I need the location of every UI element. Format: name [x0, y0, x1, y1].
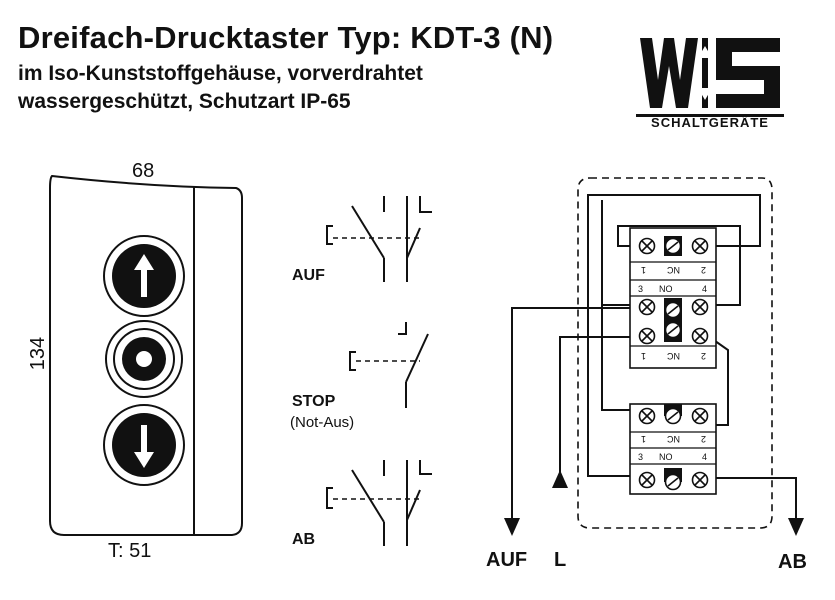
terminal-label-ncc: NC: [667, 434, 680, 444]
terminal-label-4: 4: [702, 284, 707, 294]
terminal-label-nc: NC: [667, 265, 680, 275]
dimension-height: 134: [27, 336, 50, 371]
arrow-auf-icon: [504, 518, 520, 536]
arrow-ab-icon: [788, 518, 804, 536]
switch-symbol-up: [326, 196, 432, 282]
wts-logo: [636, 30, 784, 117]
contact-block-lower: [629, 403, 717, 495]
terminal-label-1c: 1: [641, 434, 646, 444]
logo-text: SCHALTGERÄTE: [651, 115, 769, 130]
terminal-label-ncb: NC: [667, 351, 680, 361]
terminal-label-no: NO: [659, 284, 673, 294]
dimension-width: 68: [132, 160, 155, 182]
terminal-label-2: 2: [701, 265, 706, 275]
dimension-depth: T: 51: [108, 540, 152, 562]
wire-label-l: L: [554, 549, 567, 571]
terminal-label-3c: 3: [638, 452, 643, 462]
terminal-label-3: 3: [638, 284, 643, 294]
terminal-label-noc: NO: [659, 452, 673, 462]
subtitle-protection: wassergeschützt, Schutzart IP-65: [18, 90, 351, 113]
switch-label-stop: STOP: [292, 393, 336, 410]
button-up-icon: [103, 235, 185, 317]
switch-label-up: AUF: [292, 267, 325, 284]
arrow-l-icon: [552, 470, 568, 488]
wire-label-auf: AUF: [486, 549, 528, 571]
enclosure-outline: [577, 177, 773, 529]
subtitle-housing: im Iso-Kunststoffgehäuse, vorverdrahtet: [18, 62, 423, 85]
page-title: Dreifach-Drucktaster Typ: KDT-3 (N): [18, 20, 554, 55]
terminal-label-2c: 2: [701, 434, 706, 444]
terminal-label-1b: 1: [641, 351, 646, 361]
terminal-label-2b: 2: [701, 351, 706, 361]
switch-symbol-stop: [349, 322, 429, 408]
wire-label-ab: AB: [778, 551, 807, 573]
contact-block-upper: [629, 227, 717, 369]
switch-label-down: AB: [292, 531, 316, 548]
terminal-label-4c: 4: [702, 452, 707, 462]
housing-front-view: [49, 174, 243, 536]
terminal-label-1: 1: [641, 265, 646, 275]
switch-symbol-down: [326, 460, 432, 546]
wires: [511, 194, 797, 520]
button-down-icon: [103, 404, 185, 486]
switch-label-stop-note: (Not-Aus): [290, 414, 355, 431]
button-stop-icon: [105, 320, 183, 398]
